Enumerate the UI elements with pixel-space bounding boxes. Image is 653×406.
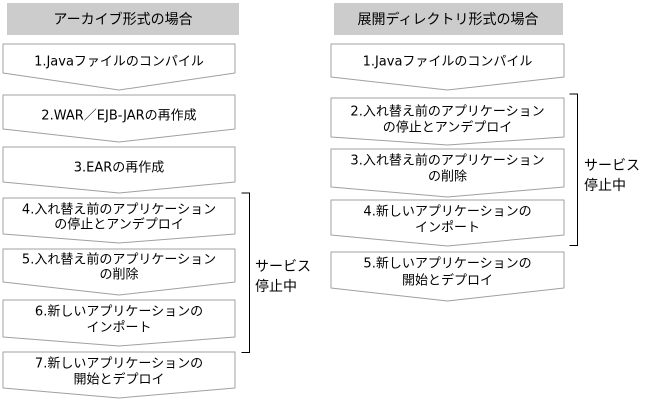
step-arrow-shape — [330, 43, 565, 91]
column-header-background — [7, 3, 239, 35]
step-label-line-1: 7.新しいアプリケーションの — [35, 356, 203, 372]
step-arrow-shape — [2, 197, 236, 244]
step-label-line-1: 6.新しいアプリケーションの — [35, 304, 203, 320]
service-stopped-label-line-2: 停止中 — [255, 278, 297, 295]
step-label: 2.WAR／EJB-JARの再作成 — [41, 109, 196, 124]
step-box-1: 1.Javaファイルのコンパイル — [2, 43, 236, 91]
step-label-line-1: 4.新しいアプリケーションの — [363, 204, 531, 220]
step-label-line-2: インポート — [86, 321, 151, 336]
step-label-line-2: の停止とアンデプロイ — [54, 217, 183, 233]
step-arrow-shape — [2, 94, 236, 143]
step-label-line-2: の停止とアンデプロイ — [383, 120, 512, 136]
step-arrow-shape — [2, 351, 236, 399]
step-label-line-1: 5.新しいアプリケーションの — [363, 256, 531, 272]
step-arrow-shape — [2, 248, 236, 296]
step-box-7: 7.新しいアプリケーションの 開始とデプロイ — [2, 351, 236, 399]
step-label-line-2: 開始とデプロイ — [73, 372, 164, 388]
step-arrow-shape — [2, 146, 236, 194]
service-stopped-label-line-2: 停止中 — [584, 177, 626, 194]
service-stopped-label-line-1: サービス — [255, 259, 311, 275]
column-header-label: アーカイブ形式の場合 — [53, 11, 192, 28]
service-stopped-bracket — [241, 192, 250, 353]
step-arrow-shape — [330, 97, 565, 146]
step-box-2: 2.WAR／EJB-JARの再作成 — [2, 94, 236, 143]
step-box-2: 2.入れ替え前のアプリケーション の停止とアンデプロイ — [330, 97, 565, 146]
step-label-line-2: の削除 — [99, 268, 138, 283]
archive-format-column: アーカイブ形式の場合 1.Javaファイルのコンパイル 2.WAR／EJB-JA… — [2, 3, 311, 399]
column-header-background — [334, 3, 563, 35]
step-box-5: 5.新しいアプリケーションの 開始とデプロイ — [330, 251, 565, 302]
step-box-4: 4.新しいアプリケーションの インポート — [330, 199, 565, 247]
step-box-1: 1.Javaファイルのコンパイル — [330, 43, 565, 91]
step-label-line-1: 5.入れ替え前のアプリケーション — [22, 252, 216, 268]
step-box-5: 5.入れ替え前のアプリケーション の削除 — [2, 248, 236, 296]
service-stopped-annotation: サービス 停止中 — [241, 192, 311, 353]
step-label-line-2: 開始とデプロイ — [402, 273, 493, 289]
step-box-3: 3.EARの再作成 — [2, 146, 236, 194]
exploded-directory-format-column: 展開ディレクトリ形式の場合 1.Javaファイルのコンパイル 2.入れ替え前のア… — [330, 3, 640, 302]
step-label-line-1: 3.入れ替え前のアプリケーション — [350, 153, 544, 169]
step-arrow-shape — [330, 199, 565, 247]
step-label-line-2: の削除 — [428, 170, 467, 185]
step-arrow-shape — [2, 43, 236, 91]
step-arrow-shape — [330, 148, 565, 198]
step-label-line-1: 2.入れ替え前のアプリケーション — [350, 104, 544, 120]
step-label: 1.Javaファイルのコンパイル — [363, 55, 533, 70]
step-arrow-shape — [330, 251, 565, 302]
step-box-3: 3.入れ替え前のアプリケーション の削除 — [330, 148, 565, 198]
column-header: 展開ディレクトリ形式の場合 — [334, 3, 563, 35]
step-label-line-2: インポート — [415, 221, 480, 236]
step-label: 1.Javaファイルのコンパイル — [34, 55, 204, 70]
service-stopped-annotation: サービス 停止中 — [569, 93, 640, 246]
service-stopped-label-line-1: サービス — [584, 158, 640, 174]
step-box-4: 4.入れ替え前のアプリケーション の停止とアンデプロイ — [2, 197, 236, 244]
service-stopped-bracket — [569, 93, 578, 246]
column-header-label: 展開ディレクトリ形式の場合 — [357, 11, 538, 28]
step-arrow-shape — [2, 299, 236, 347]
step-label: 3.EARの再作成 — [74, 161, 165, 176]
step-box-6: 6.新しいアプリケーションの インポート — [2, 299, 236, 347]
step-label-line-1: 4.入れ替え前のアプリケーション — [22, 202, 216, 218]
column-header: アーカイブ形式の場合 — [7, 3, 239, 35]
